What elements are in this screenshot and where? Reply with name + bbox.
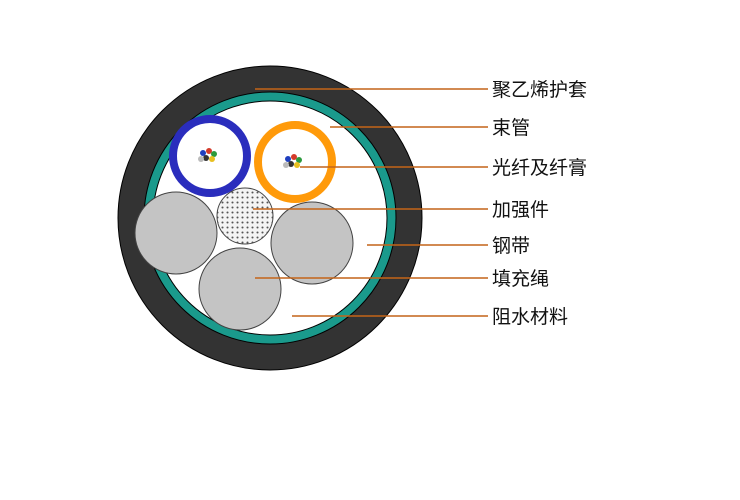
- label-tube: 束管: [492, 117, 530, 139]
- fiber-bundle-orange-tube: [283, 154, 302, 168]
- label-strength-member: 加强件: [492, 199, 549, 221]
- label-pe-jacket: 聚乙烯护套: [492, 79, 587, 101]
- label-filler-rope: 填充绳: [492, 268, 549, 290]
- loose-tube-orange: [254, 121, 336, 203]
- loose-tube-blue: [169, 115, 251, 197]
- strength-member: [216, 187, 274, 245]
- filler-rope-left: [134, 191, 218, 275]
- label-steel-tape: 钢带: [492, 235, 530, 257]
- filler-rope-right: [270, 201, 354, 285]
- label-water-block: 阻水材料: [492, 306, 568, 328]
- label-fiber-gel: 光纤及纤膏: [492, 156, 587, 179]
- filler-rope-bottom: [198, 247, 282, 331]
- fiber-bundle-blue-tube: [198, 148, 217, 162]
